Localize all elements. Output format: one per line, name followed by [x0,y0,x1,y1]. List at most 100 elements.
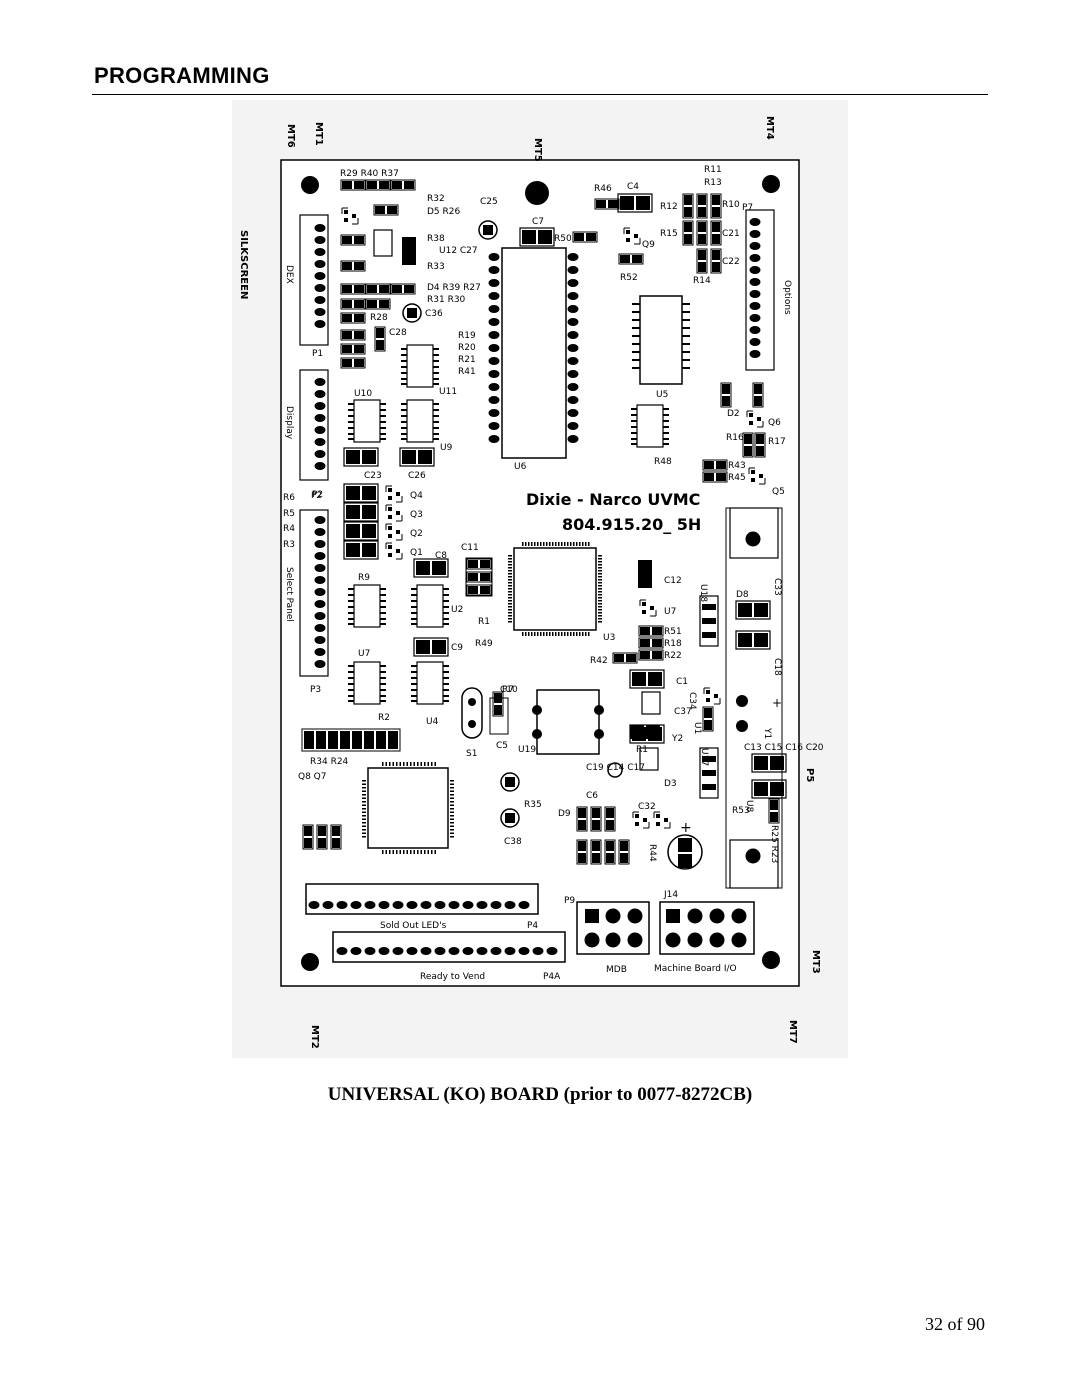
svg-text:C10: C10 [500,685,518,695]
svg-text:Q5: Q5 [772,487,785,497]
mount-label-mt6: MT6 [285,124,296,148]
svg-text:R49: R49 [475,639,493,649]
svg-text:R10: R10 [722,200,740,210]
svg-text:Q8 Q7: Q8 Q7 [298,772,326,782]
svg-text:R16: R16 [726,433,744,443]
svg-text:D2: D2 [727,409,740,419]
svg-text:Ready to Vend: Ready to Vend [420,972,485,982]
svg-text:R34 R24: R34 R24 [310,757,349,767]
svg-text:R18: R18 [664,639,682,649]
svg-text:C37: C37 [674,707,692,717]
svg-text:P5: P5 [804,768,815,782]
svg-text:U1: U1 [692,722,702,734]
svg-text:U7: U7 [358,649,370,659]
svg-text:R14: R14 [693,276,711,286]
svg-text:R20: R20 [458,343,476,353]
svg-text:+: + [772,696,782,710]
svg-text:C9: C9 [451,643,463,653]
silkscreen-label: SILKSCREEN [238,230,249,299]
mount-label-mt7: MT7 [787,1020,798,1044]
svg-text:+: + [680,820,692,836]
svg-text:C34: C34 [687,692,697,710]
svg-text:U2: U2 [451,605,463,615]
circuit-board-silkscreen-figure: MT6 MT1 MT5 MT4 MT3 MT2 MT7 SILKSCREEN D… [232,100,848,1058]
svg-text:Select Panel: Select Panel [284,567,294,622]
svg-text:U3: U3 [603,633,615,643]
svg-text:R32: R32 [427,194,445,204]
svg-text:R46: R46 [594,184,612,194]
svg-text:P2: P2 [311,491,322,501]
svg-text:C18: C18 [772,658,782,676]
svg-text:P9: P9 [564,896,575,906]
svg-text:C11: C11 [461,543,479,553]
connector-p4: Sold Out LED's P4 [305,883,539,931]
ic-u3: U3 [508,542,615,643]
svg-text:R48: R48 [654,457,672,467]
svg-text:D5 R26: D5 R26 [427,207,460,217]
svg-text:C36: C36 [425,309,443,319]
svg-text:C38: C38 [504,837,522,847]
svg-text:S1: S1 [466,749,477,759]
mount-label-mt5: MT5 [532,138,543,162]
svg-text:C21: C21 [722,229,740,239]
svg-text:D4 R39 R27: D4 R39 R27 [427,283,481,293]
svg-text:P7: P7 [742,203,753,213]
mount-hole [301,176,319,194]
svg-text:D3: D3 [664,779,677,789]
svg-text:D9: D9 [558,809,571,819]
svg-text:R6: R6 [283,493,295,503]
mount-label-mt2: MT2 [309,1025,320,1049]
ic-u5: U5 [632,295,690,400]
svg-text:R45: R45 [728,473,746,483]
mount-hole [762,951,780,969]
svg-text:R13: R13 [704,178,722,188]
svg-text:Y2: Y2 [671,734,683,744]
svg-text:U8: U8 [744,800,754,813]
header-divider [92,94,988,95]
svg-text:C25: C25 [480,197,498,207]
capacitor-bank [301,728,401,752]
svg-text:R35: R35 [524,800,542,810]
switch-s1: U19 [518,689,604,755]
svg-text:Sold Out LED's: Sold Out LED's [380,921,447,931]
svg-text:C1: C1 [676,677,688,687]
svg-text:C6: C6 [586,791,598,801]
svg-text:C8: C8 [435,551,447,561]
svg-text:C23: C23 [364,471,382,481]
connector-j14: J14 Machine Board I/O [654,890,755,974]
svg-text:C4: C4 [627,182,639,192]
connector-p7: Options P7 [742,203,792,371]
svg-text:Q4: Q4 [410,491,423,501]
svg-text:R25 R23: R25 R23 [769,825,779,863]
svg-text:P4: P4 [527,921,538,931]
svg-text:R1: R1 [478,617,490,627]
svg-text:R42: R42 [590,656,608,666]
svg-text:U11: U11 [439,387,457,397]
svg-text:MDB: MDB [606,965,627,975]
svg-text:R50: R50 [554,234,572,244]
svg-text:P4A: P4A [543,972,561,982]
svg-text:U7: U7 [664,607,676,617]
svg-text:R33: R33 [427,262,445,272]
svg-text:DEX: DEX [284,265,294,284]
connector-p9: P9 MDB [564,896,650,975]
svg-text:C32: C32 [638,802,656,812]
connector-p2: Display P2 [284,369,329,500]
svg-text:U5: U5 [656,390,668,400]
svg-text:R44: R44 [647,844,657,862]
mount-hole [525,181,549,205]
svg-text:Q6: Q6 [768,418,781,428]
svg-text:P3: P3 [310,685,321,695]
svg-text:R4: R4 [283,524,295,534]
svg-text:R1: R1 [636,745,648,755]
connector-p1: DEX P1 [284,214,329,359]
svg-text:R15: R15 [660,229,678,239]
svg-text:C28: C28 [389,328,407,338]
svg-text:R53: R53 [732,806,750,816]
mount-label-mt3: MT3 [810,950,821,974]
svg-text:U4: U4 [426,717,439,727]
svg-text:R3: R3 [283,540,295,550]
svg-text:R11: R11 [704,165,722,175]
svg-text:R19: R19 [458,331,476,341]
svg-text:Q1: Q1 [410,548,423,558]
